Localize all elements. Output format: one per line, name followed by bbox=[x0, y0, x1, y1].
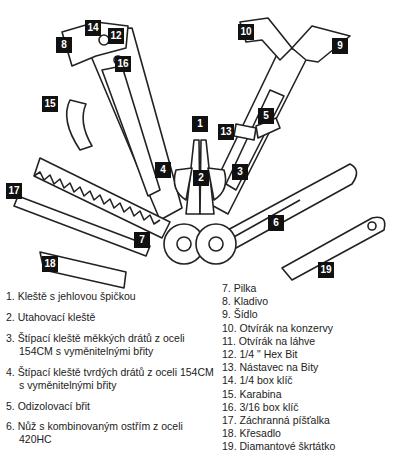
part-name: 7. Pilka bbox=[222, 282, 398, 295]
part-name: 18. Křesadlo bbox=[222, 427, 398, 440]
ferro-rod bbox=[14, 196, 150, 256]
sharpener-hole bbox=[368, 222, 376, 230]
part-name: 11. Otvírák na láhve bbox=[222, 335, 398, 348]
hex-bit bbox=[234, 124, 256, 140]
callout-number: 1 bbox=[192, 116, 208, 132]
pivot-screw bbox=[177, 237, 191, 251]
part-name: 17. Záchranná píšťalka bbox=[222, 414, 398, 427]
part-name: 10. Otvírák na konzervy bbox=[222, 322, 398, 335]
handle-slot bbox=[102, 66, 160, 196]
callout-number: 19 bbox=[318, 262, 334, 278]
callout-number: 8 bbox=[56, 37, 72, 53]
callout-number: 7 bbox=[134, 232, 150, 248]
callout-number: 4 bbox=[155, 162, 171, 178]
callout-number: 5 bbox=[258, 108, 274, 124]
pivot-screw bbox=[209, 237, 223, 251]
callout-number: 6 bbox=[268, 215, 284, 231]
handle-slot bbox=[226, 90, 284, 190]
callout-number: 15 bbox=[42, 96, 58, 112]
callout-number: 17 bbox=[6, 183, 22, 199]
part-name: 4. Štípací kleště tvrdých drátů z oceli … bbox=[6, 366, 218, 391]
callout-number: 2 bbox=[193, 170, 209, 186]
part-name: 16. 3/16 box klíč bbox=[222, 401, 398, 414]
part-name: 19. Diamantové škrtátko bbox=[222, 440, 398, 453]
callout-number: 10 bbox=[238, 24, 254, 40]
part-name: 13. Nástavec na Bity bbox=[222, 361, 398, 374]
part-name: 15. Karabina bbox=[222, 388, 398, 401]
callout-number: 9 bbox=[332, 38, 348, 54]
pivot bbox=[196, 224, 236, 264]
part-name: 3. Štípací kleště měkkých drátů z oceli … bbox=[6, 332, 218, 357]
whistle bbox=[40, 252, 126, 288]
saw-blade bbox=[34, 158, 170, 238]
right-handle bbox=[206, 44, 308, 214]
carabiner bbox=[67, 100, 92, 150]
part-name: 2. Utahovací kleště bbox=[6, 311, 218, 324]
callout-number: 13 bbox=[218, 124, 234, 140]
part-name: 9. Šídlo bbox=[222, 308, 398, 321]
part-name: 6. Nůž s kombinovaným ostřím z oceli 420… bbox=[6, 420, 218, 445]
callout-number: 14 bbox=[85, 20, 101, 36]
callout-number: 3 bbox=[232, 164, 248, 180]
knife-edge-line bbox=[232, 200, 300, 238]
diamond-sharpener bbox=[282, 217, 385, 280]
callout-number: 18 bbox=[42, 256, 58, 272]
callout-number: 12 bbox=[108, 28, 124, 44]
knife-blade bbox=[224, 164, 357, 248]
part-name: 8. Kladivo bbox=[222, 295, 398, 308]
part-name: 1. Kleště s jehlovou špičkou bbox=[6, 290, 218, 303]
part-name: 14. 1/4 box klíč bbox=[222, 374, 398, 387]
wire-cutter bbox=[208, 168, 226, 200]
awl bbox=[292, 26, 350, 62]
wire-cutter bbox=[174, 168, 192, 200]
part-name: 12. 1/4 " Hex Bit bbox=[222, 348, 398, 361]
callout-number: 16 bbox=[115, 56, 131, 72]
part-name: 5. Odizolovací břit bbox=[6, 400, 218, 413]
